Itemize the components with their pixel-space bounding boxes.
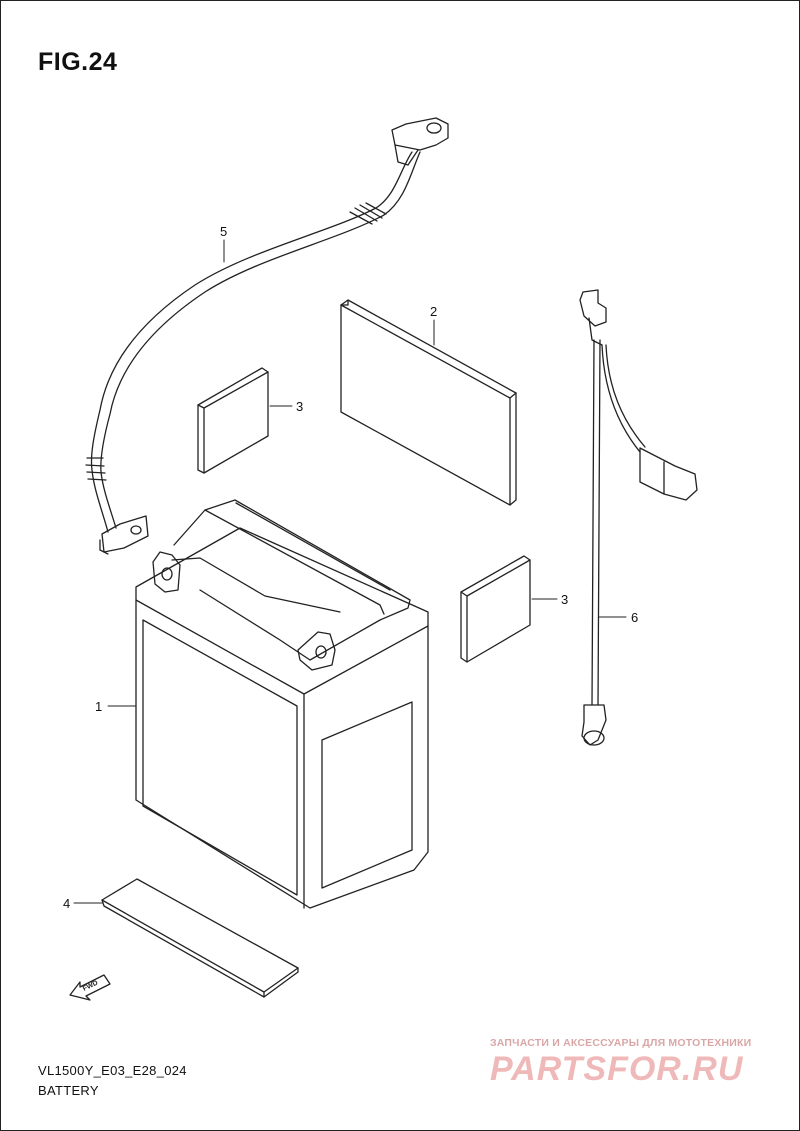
model-code: VL1500Y_E03_E28_024: [38, 1063, 187, 1078]
callout-6: 6: [631, 610, 638, 625]
watermark-tagline: ЗАПЧАСТИ И АКСЕССУАРЫ ДЛЯ МОТОТЕХНИКИ: [490, 1037, 752, 1049]
callout-3b: 3: [561, 592, 568, 607]
callout-4: 4: [63, 896, 70, 911]
callout-2: 2: [430, 304, 437, 319]
part-5-battery-cable: [85, 117, 449, 555]
figure-title: FIG.24: [38, 48, 118, 76]
part-3b-pad: [460, 555, 531, 663]
callout-1: 1: [95, 699, 102, 714]
callout-3a: 3: [296, 399, 303, 414]
leader-lines: [73, 239, 627, 904]
callout-5: 5: [220, 224, 227, 239]
fwd-arrow-icon: FWD: [69, 974, 111, 1001]
watermark-brand: PARTSFOR.RU: [490, 1050, 744, 1088]
part-1-battery: [135, 499, 429, 909]
part-4-strip: [101, 878, 299, 998]
part-3a-pad: [197, 367, 269, 474]
part-2-pad: [340, 299, 517, 506]
callout-labels: 1 2 3 3 4 5 6: [63, 224, 638, 911]
section-name: BATTERY: [38, 1083, 99, 1098]
part-6-lead-wire: [579, 289, 698, 746]
